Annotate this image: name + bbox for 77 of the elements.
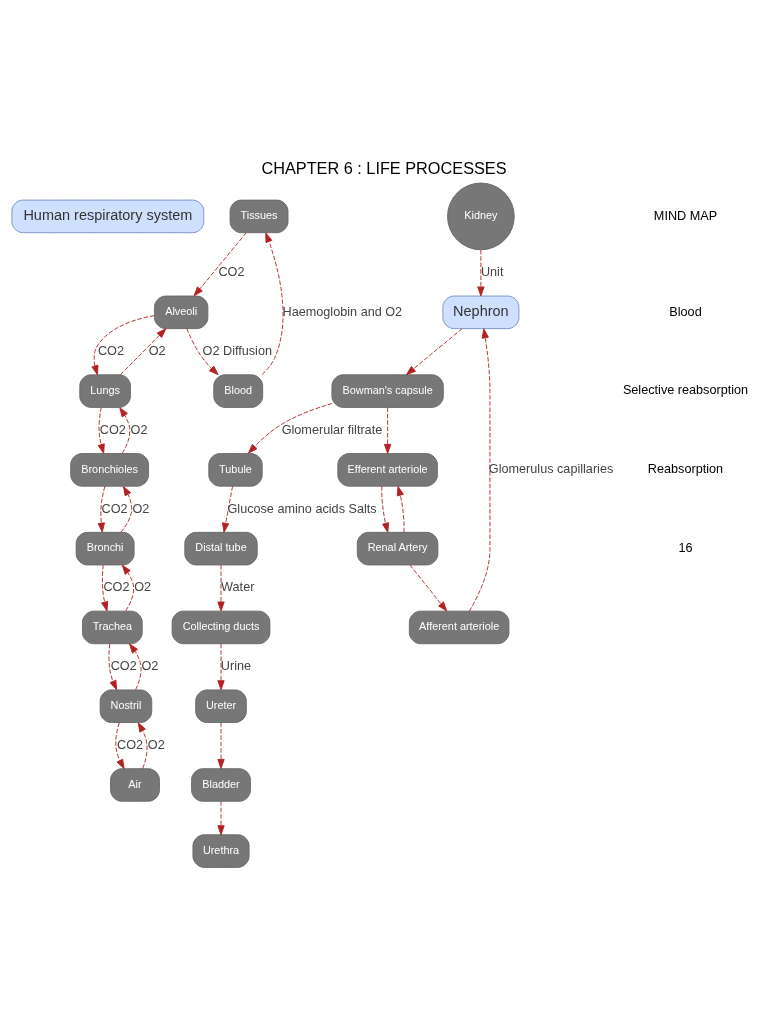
node-box: Efferent arteriole xyxy=(337,452,438,487)
arrow xyxy=(217,642,225,690)
arrow xyxy=(217,800,225,835)
node-box: Blood xyxy=(213,373,264,408)
arrow xyxy=(101,564,109,611)
node-box: Trachea xyxy=(82,610,143,644)
edge-label: Unit xyxy=(480,264,504,279)
arrow xyxy=(409,564,448,611)
node-box: Human respiratory system xyxy=(11,199,205,233)
edge-label: Glomerular filtrate xyxy=(281,422,383,437)
label: MIND MAP xyxy=(653,208,718,223)
arrow xyxy=(396,485,405,533)
node-box: Urethra xyxy=(192,833,250,868)
node-box: Ureter xyxy=(195,688,247,723)
node-box: Afferent arteriole xyxy=(408,610,510,644)
edge-label: Water xyxy=(221,579,255,594)
edge-label: O2 xyxy=(147,737,165,752)
edge-label: O2 Diffusion xyxy=(202,343,273,358)
arrow xyxy=(129,643,142,690)
arrow xyxy=(217,721,225,769)
edge-label: CO2 xyxy=(218,264,245,279)
arrow xyxy=(248,402,333,454)
arrow xyxy=(119,406,131,454)
edge-label: O2 xyxy=(148,343,166,358)
edge-label: CO2 xyxy=(99,422,126,437)
node-circle: Kidney xyxy=(447,182,515,250)
node-box: Tubule xyxy=(208,452,263,487)
edge-label: O2 xyxy=(130,422,148,437)
arrow xyxy=(406,327,463,375)
edge-label: CO2 xyxy=(103,579,130,594)
arrow xyxy=(115,721,125,769)
node-box: Tissues xyxy=(229,199,289,233)
edge-label: CO2 xyxy=(110,658,137,673)
arrow xyxy=(97,485,106,533)
label: Reabsorption xyxy=(647,461,724,476)
label: 16 xyxy=(678,540,693,555)
node-box: Air xyxy=(110,767,160,802)
arrow xyxy=(97,406,105,454)
arrow xyxy=(120,327,167,375)
edge-label: Urine xyxy=(220,658,252,673)
arrow xyxy=(217,564,225,611)
arrow xyxy=(137,721,148,769)
arrow xyxy=(193,231,247,296)
arrow xyxy=(108,643,118,690)
arrow xyxy=(381,485,390,533)
label: Selective reabsorption xyxy=(622,382,749,397)
arrow xyxy=(121,564,135,611)
node-box: Renal Artery xyxy=(356,531,439,565)
edge-label: Haemoglobin and O2 xyxy=(282,304,403,319)
node-box: Bronchi xyxy=(75,531,135,565)
edge-label: Glucose amino acids Salts xyxy=(227,501,377,516)
node-box: Alveoli xyxy=(154,295,209,329)
node-box: Bronchioles xyxy=(70,452,150,487)
node-box: Bladder xyxy=(191,767,251,802)
arrow xyxy=(186,327,219,375)
edge-label: O2 xyxy=(132,501,150,516)
edge-label: CO2 xyxy=(101,501,128,516)
edge-label: O2 xyxy=(134,579,152,594)
node-box: Bowman's capsule xyxy=(331,373,444,408)
arrow xyxy=(477,249,485,296)
edge-label: CO2 xyxy=(117,737,144,752)
arrow xyxy=(384,406,392,454)
node-box: Nostril xyxy=(99,688,153,723)
edge-label: Glomerulus capillaries xyxy=(488,461,614,476)
arrow xyxy=(120,485,133,533)
node-box: Nephron xyxy=(442,295,520,329)
arrow xyxy=(222,485,234,533)
label: Blood xyxy=(669,304,702,319)
node-box: Collecting ducts xyxy=(171,610,271,644)
node-box: Lungs xyxy=(79,373,131,408)
diagram-title: CHAPTER 6 : LIFE PROCESSES xyxy=(261,158,507,177)
edge-label: CO2 xyxy=(97,343,125,358)
arrow xyxy=(261,232,284,375)
arrow xyxy=(468,327,491,611)
arrow xyxy=(91,314,155,375)
edge-label: O2 xyxy=(141,658,159,673)
node-box: Distal tube xyxy=(184,531,258,565)
